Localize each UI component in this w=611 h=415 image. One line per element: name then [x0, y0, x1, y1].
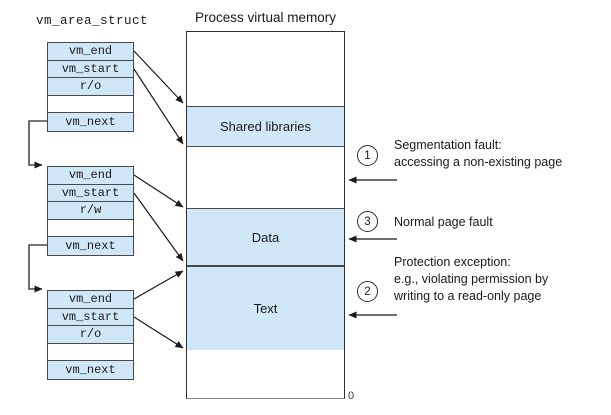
annotation-text-segmentation-fault: Segmentation fault: accessing a non-exis… — [394, 137, 562, 171]
annotation-number-3: 3 — [357, 211, 378, 232]
arrow-struct2-vm-start — [133, 192, 184, 262]
struct3-cell-empty — [48, 343, 133, 362]
memory-region-data: Data — [187, 208, 344, 266]
struct1-cell-permission: r/o — [48, 78, 133, 96]
struct3-cell-vm-end: vm_end — [48, 291, 133, 309]
vm-area-struct-node-2: vm_end vm_start r/w vm_next — [47, 166, 134, 256]
memory-region-unmapped-bottom — [187, 350, 344, 398]
vm-area-struct-node-3: vm_end vm_start r/o vm_next — [47, 290, 134, 380]
annotation-number-1: 1 — [357, 145, 378, 166]
memory-region-text: Text — [187, 266, 344, 350]
annotation-number-2: 2 — [357, 281, 378, 302]
annotation-3-line-1: Normal page fault — [394, 215, 493, 229]
annotation-2-line-2: e.g., violating permission by — [394, 272, 549, 286]
struct2-cell-vm-end: vm_end — [48, 167, 133, 185]
struct3-cell-vm-start: vm_start — [48, 308, 133, 327]
struct1-cell-empty — [48, 95, 133, 114]
struct2-cell-vm-start: vm_start — [48, 184, 133, 203]
memory-region-unmapped-middle — [187, 147, 344, 208]
arrow-struct3-vm-end — [133, 270, 184, 300]
link-struct2-to-struct3 — [28, 244, 47, 293]
struct3-cell-vm-next: vm_next — [48, 361, 133, 379]
link-struct1-to-struct2 — [28, 120, 47, 169]
struct1-cell-vm-start: vm_start — [48, 60, 133, 79]
annotation-1-line-1: Segmentation fault: — [394, 138, 502, 152]
address-zero-label: 0 — [348, 390, 355, 402]
arrow-struct2-vm-end — [133, 174, 184, 208]
annotation-1-line-2: accessing a non-existing page — [394, 155, 563, 169]
vm-area-struct-title: vm_area_struct — [36, 14, 149, 28]
process-virtual-memory-title: Process virtual memory — [194, 10, 337, 25]
struct2-cell-empty — [48, 219, 133, 238]
annotation-text-protection-exception: Protection exception: e.g., violating pe… — [394, 254, 548, 305]
arrow-struct1-vm-end — [133, 50, 184, 104]
annotation-2-line-1: Protection exception: — [394, 255, 511, 269]
struct3-cell-permission: r/o — [48, 326, 133, 344]
struct2-cell-vm-next: vm_next — [48, 237, 133, 255]
arrow-struct3-vm-start — [133, 316, 184, 349]
struct1-cell-vm-next: vm_next — [48, 113, 133, 131]
memory-region-shared-libraries: Shared libraries — [187, 106, 344, 147]
struct1-cell-vm-end: vm_end — [48, 43, 133, 61]
arrow-struct1-vm-start — [133, 68, 184, 145]
annotation-2-line-3: writing to a read-only page — [394, 289, 542, 303]
memory-region-unmapped-top — [187, 32, 344, 106]
process-virtual-memory-column: Shared libraries Data Text — [186, 31, 345, 399]
vm-area-struct-node-1: vm_end vm_start r/o vm_next — [47, 42, 134, 132]
struct2-cell-permission: r/w — [48, 202, 133, 220]
annotation-text-normal-page-fault: Normal page fault — [394, 214, 493, 231]
